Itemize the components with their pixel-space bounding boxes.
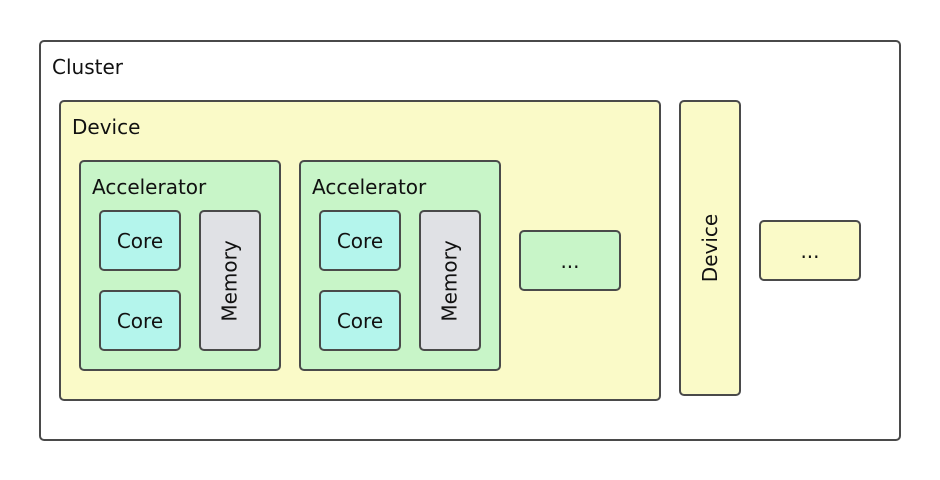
core-label: Core	[336, 228, 384, 253]
core-label: Core	[116, 308, 164, 333]
accelerator-2-label: Accelerator	[312, 175, 427, 199]
core-label: Core	[336, 308, 384, 333]
memory-label: Memory	[218, 239, 242, 322]
core-label: Core	[116, 228, 164, 253]
core-box-2-2: Core	[319, 290, 401, 351]
more-accelerators-box: ...	[519, 230, 621, 291]
ellipsis-label: ...	[560, 248, 580, 273]
device-side-label: Device	[698, 213, 722, 283]
accelerator-1-label: Accelerator	[92, 175, 207, 199]
core-box-2-1: Core	[319, 210, 401, 271]
device-main-label: Device	[72, 115, 141, 139]
device-box-side: Device	[679, 100, 741, 396]
memory-label: Memory	[438, 239, 462, 322]
memory-box-2: Memory	[419, 210, 481, 351]
more-devices-box: ...	[759, 220, 861, 281]
ellipsis-label: ...	[800, 238, 820, 263]
core-box-1-2: Core	[99, 290, 181, 351]
cluster-label: Cluster	[52, 55, 123, 79]
memory-box-1: Memory	[199, 210, 261, 351]
core-box-1-1: Core	[99, 210, 181, 271]
